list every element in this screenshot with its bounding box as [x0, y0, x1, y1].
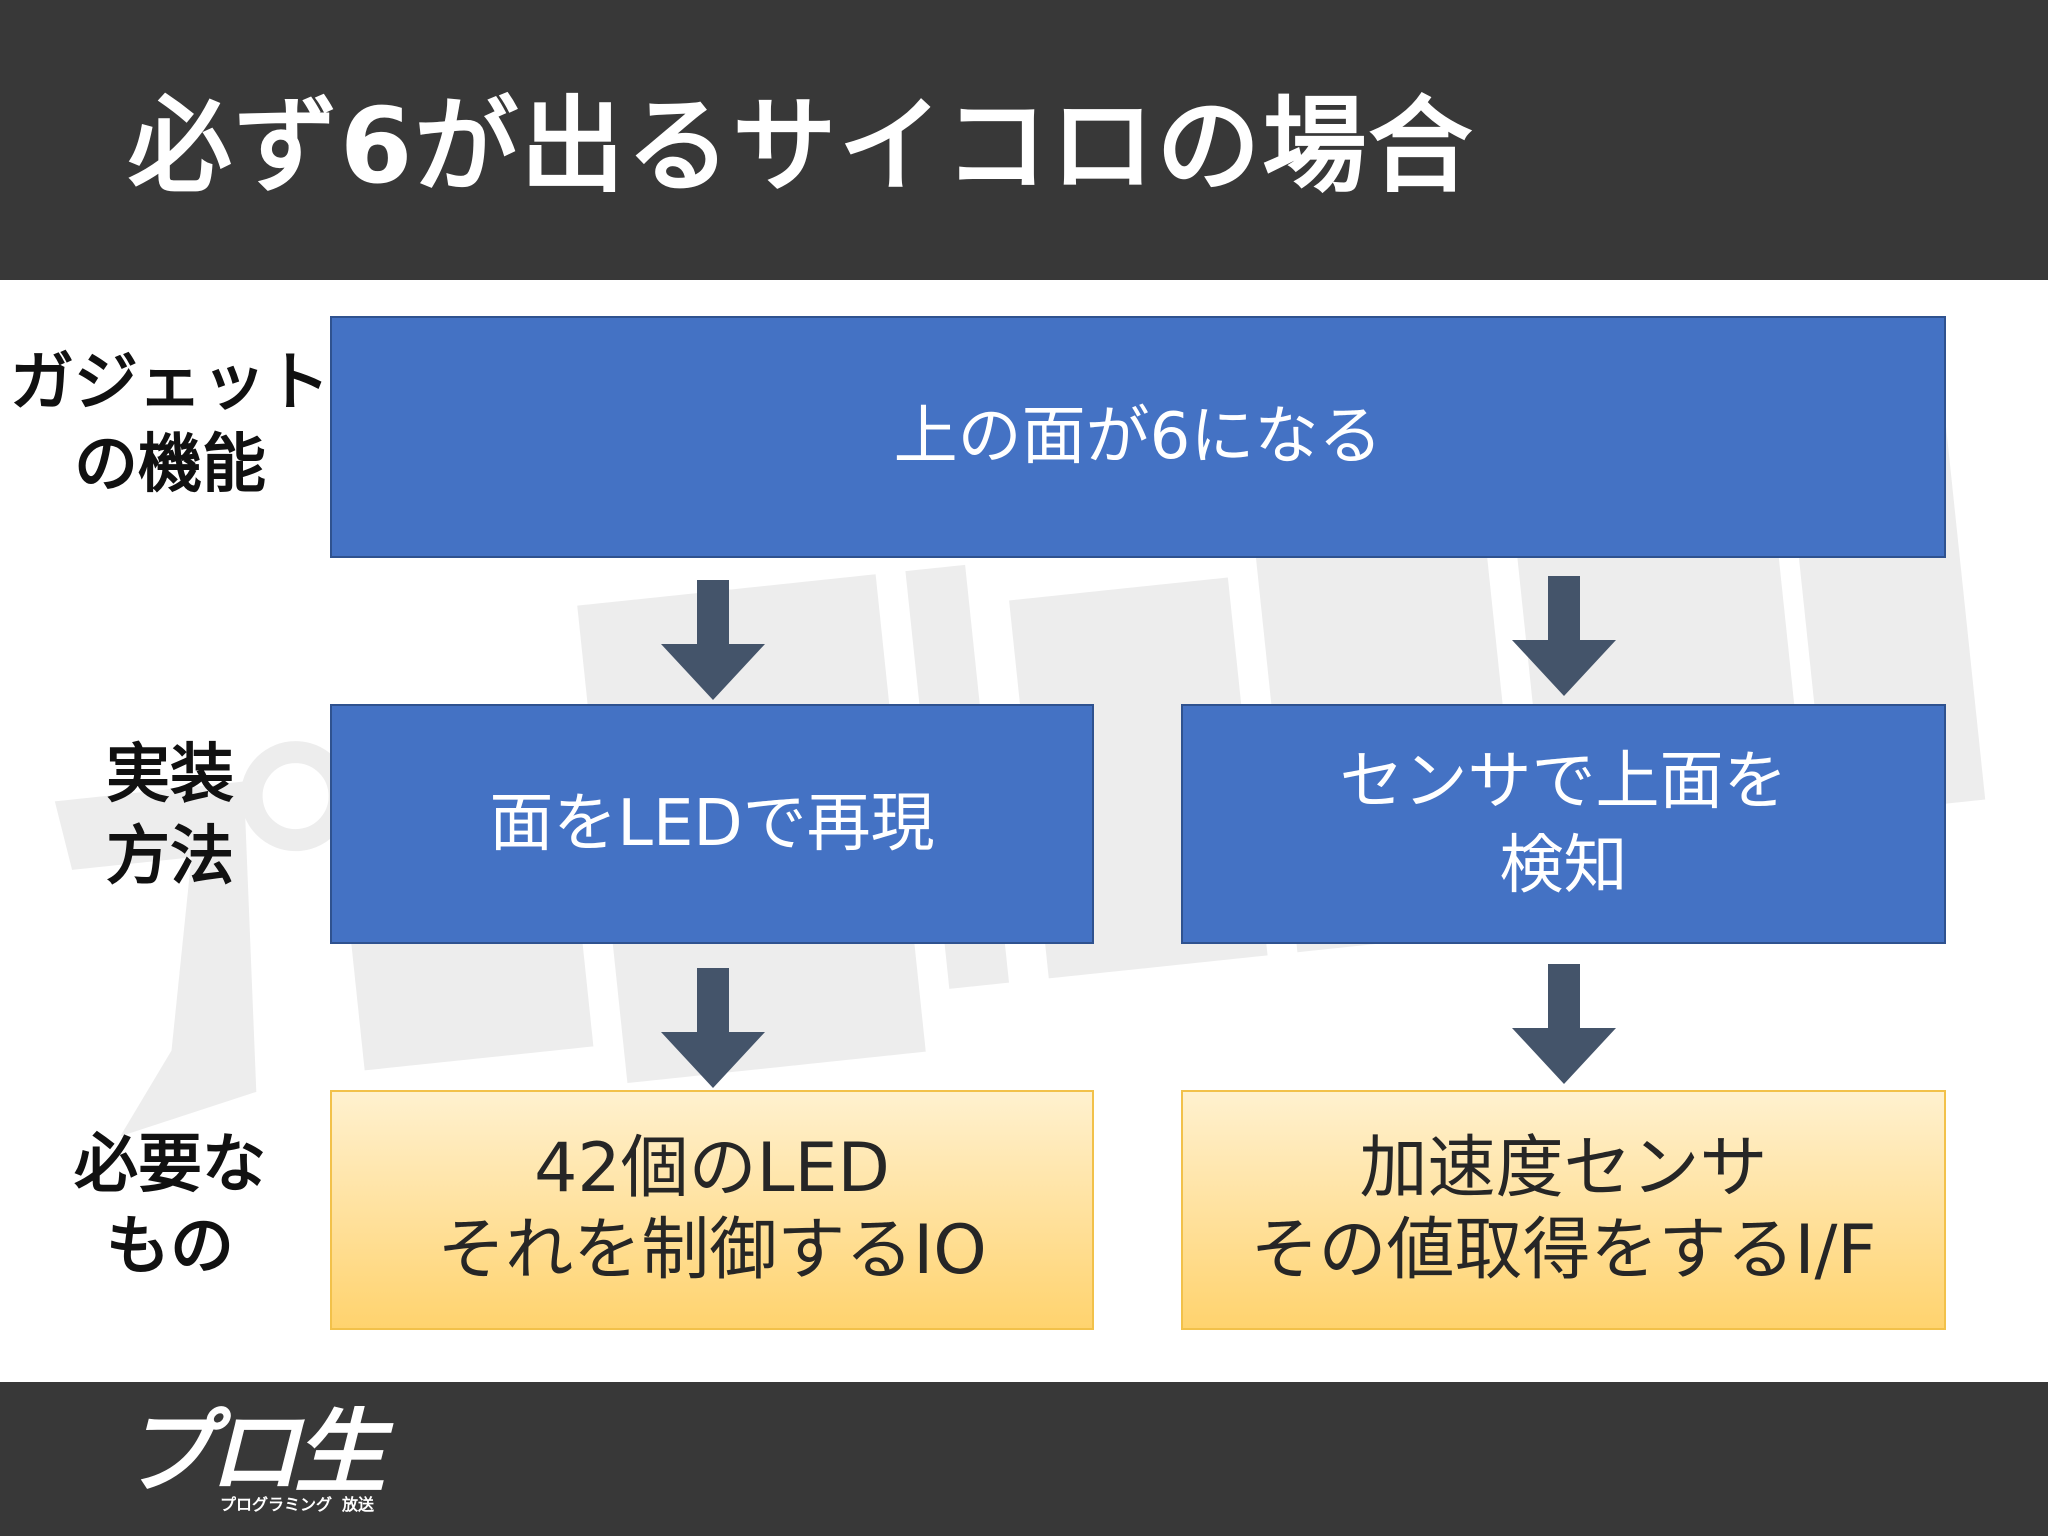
box-need-sensor: 加速度センサ その値取得をするI/F — [1181, 1090, 1946, 1330]
row-label-function: ガジェット の機能 — [0, 342, 340, 506]
row-label-method-text: 実装 方法 — [106, 738, 234, 894]
row-label-function-text: ガジェット の機能 — [10, 346, 330, 502]
down-arrow-icon — [661, 580, 765, 700]
row-label-needed: 必要な もの — [40, 1124, 300, 1288]
svg-text:放送: 放送 — [341, 1495, 375, 1514]
box-method-sensor: センサで上面を 検知 — [1181, 704, 1946, 944]
svg-text:プロ生: プロ生 — [122, 1406, 394, 1506]
box-function: 上の面が6になる — [330, 316, 1946, 558]
down-arrow-icon — [1512, 576, 1616, 696]
slide-title: 必ず6が出るサイコロの場合 — [128, 85, 1475, 207]
brand-logo: プロ生 プログラミング 放送 — [122, 1406, 400, 1514]
row-label-method: 実装 方法 — [40, 734, 300, 898]
box-method-led: 面をLEDで再現 — [330, 704, 1094, 944]
box-need-led: 42個のLED それを制御するIO — [330, 1090, 1094, 1330]
svg-text:プログラミング: プログラミング — [220, 1495, 332, 1514]
down-arrow-icon — [1512, 964, 1616, 1084]
footer-bar — [0, 1382, 2048, 1536]
row-label-needed-text: 必要な もの — [74, 1128, 266, 1284]
down-arrow-icon — [661, 968, 765, 1088]
header-bar — [0, 0, 2048, 280]
